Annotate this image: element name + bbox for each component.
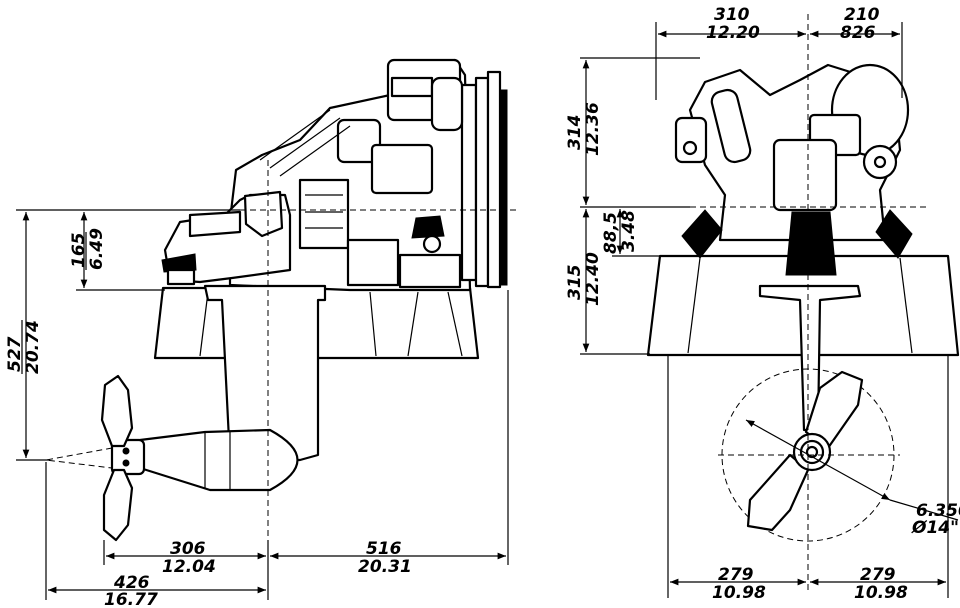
dim-516-mm: 516 xyxy=(366,539,402,559)
dim-527: 527 20.74 xyxy=(5,320,43,374)
side-view: 165 6.49 527 20.74 306 12.04 516 20.31 4… xyxy=(5,58,518,608)
dim-210: 210 826 xyxy=(840,5,880,43)
dim-426-mm: 426 xyxy=(113,573,150,593)
dim-88-5: 88,5 3.48 xyxy=(601,210,639,254)
dim-279b-mm: 279 xyxy=(860,565,896,585)
end-view: 310 12.20 210 826 314 12.36 88,5 3.48 31… xyxy=(565,5,960,603)
end-drive-leg xyxy=(758,211,862,432)
dim-310-mm: 310 xyxy=(714,5,750,25)
dim-210-in: 826 xyxy=(840,23,876,43)
side-propeller xyxy=(45,374,134,542)
dim-516: 516 20.31 xyxy=(358,539,412,577)
side-drive-housing xyxy=(161,190,445,286)
dim-88-in: 3.48 xyxy=(619,210,639,252)
dim-279a-mm: 279 xyxy=(718,565,754,585)
dim-279-right: 279 10.98 xyxy=(854,565,908,603)
side-engine-block xyxy=(228,58,472,292)
dim-279-left: 279 10.98 xyxy=(712,565,766,603)
dim-315: 315 12.40 xyxy=(565,252,603,306)
dim-315-in: 12.40 xyxy=(583,252,603,306)
dim-314-mm: 314 xyxy=(565,115,585,151)
dim-210-mm: 210 xyxy=(844,5,880,25)
dim-279b-in: 10.98 xyxy=(854,583,908,603)
side-saildrive-leg xyxy=(203,284,327,462)
side-centerlines xyxy=(230,160,518,545)
side-pulley-stack xyxy=(430,70,508,289)
end-engine-block xyxy=(674,63,913,259)
dim-prop-in: Ø14" xyxy=(911,518,959,538)
dim-165-mm: 165 xyxy=(69,233,89,269)
dim-prop-mm: 6.350 xyxy=(916,501,960,521)
dim-310: 310 12.20 xyxy=(706,5,760,43)
dim-prop-diameter: 6.350 Ø14" xyxy=(911,501,960,538)
dim-527-in: 20.74 xyxy=(23,320,43,374)
dim-426: 426 16.77 xyxy=(104,573,158,608)
dim-426-in: 16.77 xyxy=(104,590,158,608)
dim-306-mm: 306 xyxy=(170,539,206,559)
side-dimension-lines xyxy=(16,209,509,600)
dim-516-in: 20.31 xyxy=(358,557,412,577)
dim-314: 314 12.36 xyxy=(565,102,603,156)
dim-527-mm: 527 xyxy=(5,336,25,372)
dim-310-in: 12.20 xyxy=(706,23,760,43)
dim-306: 306 12.04 xyxy=(162,539,216,577)
side-torpedo xyxy=(110,428,299,492)
dim-315-mm: 315 xyxy=(565,265,585,301)
dim-306-in: 12.04 xyxy=(162,557,216,577)
end-dimension-lines xyxy=(580,22,959,598)
dim-314-in: 12.36 xyxy=(583,102,603,156)
dim-165: 165 6.49 xyxy=(69,228,107,270)
dim-88-mm: 88,5 xyxy=(601,212,621,254)
dim-165-in: 6.49 xyxy=(87,228,107,270)
dim-279a-in: 10.98 xyxy=(712,583,766,603)
